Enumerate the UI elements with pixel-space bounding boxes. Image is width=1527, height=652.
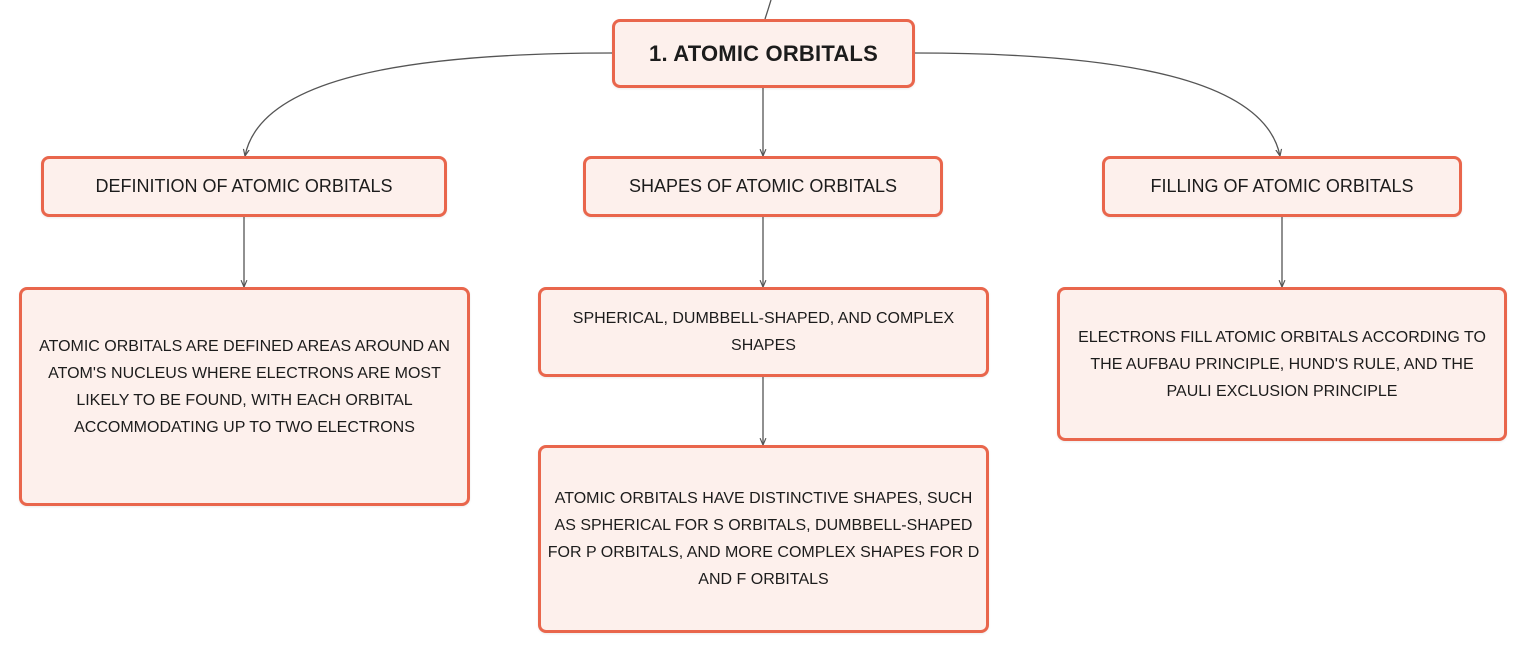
connector-parent-to-root bbox=[764, 0, 772, 20]
detail-node-shapes-summary[interactable]: SPHERICAL, DUMBBELL-SHAPED, AND COMPLEX … bbox=[538, 287, 989, 377]
branch-node-label: DEFINITION OF ATOMIC ORBITALS bbox=[95, 176, 393, 196]
root-node[interactable]: 1. ATOMIC ORBITALS bbox=[612, 19, 915, 88]
detail-node-shapes-description[interactable]: ATOMIC ORBITALS HAVE DISTINCTIVE SHAPES,… bbox=[538, 445, 989, 633]
detail-node-text: ATOMIC ORBITALS ARE DEFINED AREAS AROUND… bbox=[39, 337, 450, 436]
detail-node-definition[interactable]: ATOMIC ORBITALS ARE DEFINED AREAS AROUND… bbox=[19, 287, 470, 506]
branch-node-shapes[interactable]: SHAPES OF ATOMIC ORBITALS bbox=[583, 156, 943, 217]
connector-root-to-definition bbox=[245, 52, 613, 156]
detail-node-text: ELECTRONS FILL ATOMIC ORBITALS ACCORDING… bbox=[1078, 328, 1486, 400]
branch-node-label: SHAPES OF ATOMIC ORBITALS bbox=[628, 176, 898, 196]
branch-node-filling[interactable]: FILLING OF ATOMIC ORBITALS bbox=[1102, 156, 1462, 217]
connector-root-to-filling bbox=[914, 52, 1280, 156]
root-node-label: 1. ATOMIC ORBITALS bbox=[649, 40, 878, 66]
branch-node-definition[interactable]: DEFINITION OF ATOMIC ORBITALS bbox=[41, 156, 447, 217]
detail-node-text: ATOMIC ORBITALS HAVE DISTINCTIVE SHAPES,… bbox=[547, 490, 980, 588]
detail-node-filling[interactable]: ELECTRONS FILL ATOMIC ORBITALS ACCORDING… bbox=[1057, 287, 1507, 441]
branch-node-label: FILLING OF ATOMIC ORBITALS bbox=[1150, 176, 1414, 196]
detail-node-text: SPHERICAL, DUMBBELL-SHAPED, AND COMPLEX … bbox=[572, 310, 955, 354]
